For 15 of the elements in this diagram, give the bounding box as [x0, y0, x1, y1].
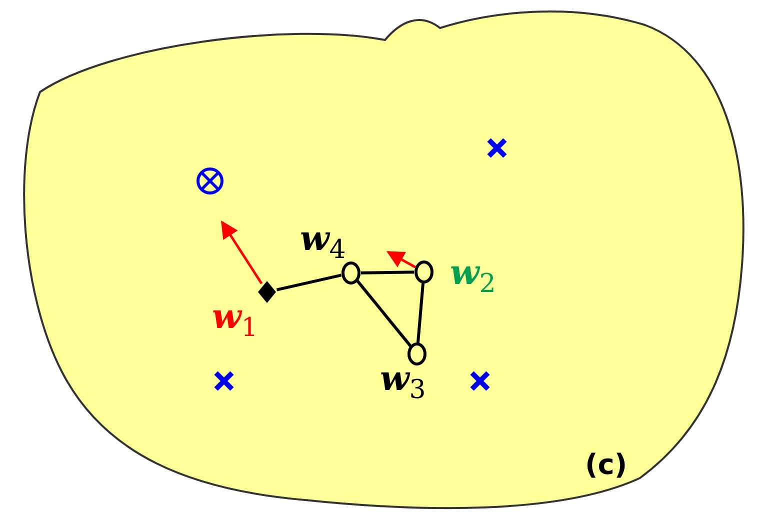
arrow: [220, 220, 263, 284]
connector-line: [360, 270, 414, 274]
connector-line: [356, 280, 412, 348]
connector-line: [416, 282, 425, 344]
arrow: [386, 250, 416, 268]
connector-line: [276, 274, 342, 292]
circle-marker: [407, 342, 427, 366]
circle-marker: [414, 260, 434, 284]
weight-label: w$_{4}$: [300, 222, 346, 263]
weight-label: w$_{1}$: [212, 300, 258, 341]
panel-label: (c): [585, 448, 628, 481]
diamond-marker: [257, 280, 277, 304]
circle-marker: [341, 261, 361, 285]
weight-label: w$_{2}$: [450, 256, 496, 297]
weight-label: w$_{3}$: [380, 362, 426, 403]
